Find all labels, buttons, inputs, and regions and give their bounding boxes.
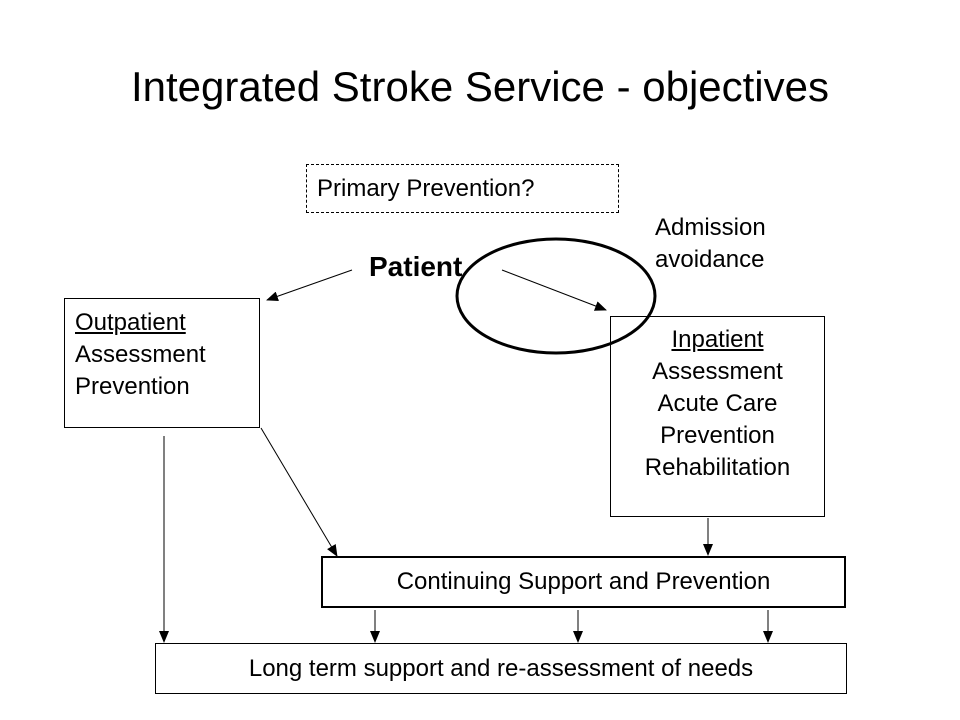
- patient-label: Patient: [369, 251, 463, 282]
- admission-avoidance-line-1: Admission: [655, 214, 766, 241]
- primary-prevention-box: Primary Prevention?: [306, 164, 619, 213]
- long-term-support-box: Long term support and re-assessment of n…: [155, 643, 847, 694]
- outpatient-heading: Outpatient: [75, 309, 186, 336]
- continuing-support-box: Continuing Support and Prevention: [321, 556, 846, 608]
- inpatient-line-prevention: Prevention: [660, 422, 775, 449]
- slide-title: Integrated Stroke Service - objectives: [130, 63, 829, 110]
- outpatient-line-assessment: Assessment: [75, 341, 206, 368]
- inpatient-heading: Inpatient: [671, 326, 764, 353]
- inpatient-line-assessment: Assessment: [652, 358, 783, 385]
- admission-avoidance-line-2: avoidance: [655, 246, 765, 273]
- arrow-patient-to-inpatient: [501, 269, 607, 311]
- outpatient-box: Outpatient Assessment Prevention: [64, 298, 260, 428]
- arrow-patient-to-outpatient: [266, 269, 353, 302]
- arrow-outpatient-to-continuing: [260, 427, 338, 557]
- admission-avoidance-label: Admission avoidance: [655, 212, 766, 276]
- inpatient-box: Inpatient Assessment Acute Care Preventi…: [610, 316, 825, 517]
- outpatient-line-prevention: Prevention: [75, 373, 190, 400]
- inpatient-line-acute-care: Acute Care: [657, 390, 778, 417]
- inpatient-line-rehabilitation: Rehabilitation: [644, 454, 791, 481]
